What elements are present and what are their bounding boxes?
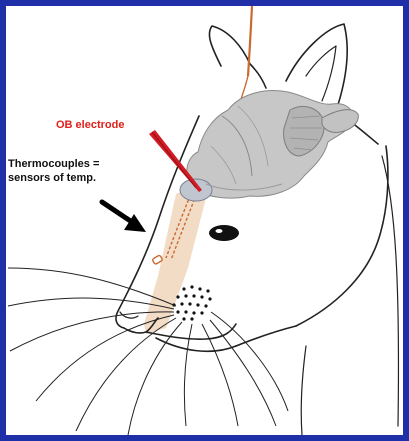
rat-eye xyxy=(209,225,239,241)
whiskers xyxy=(8,268,288,435)
rat-head-diagram xyxy=(6,6,403,435)
figure-panel: OB electrode Thermocouples = sensors of … xyxy=(6,6,403,435)
rat-brain-3d xyxy=(180,91,358,201)
ob-electrode-label: OB electrode xyxy=(56,119,124,133)
thermocouples-label-line1: Thermocouples = xyxy=(8,158,99,172)
rat-head-outline xyxy=(116,24,398,435)
black-arrow-icon xyxy=(102,202,146,232)
thermocouples-label: Thermocouples = sensors of temp. xyxy=(8,158,99,186)
thermocouples-label-line2: sensors of temp. xyxy=(8,172,99,186)
